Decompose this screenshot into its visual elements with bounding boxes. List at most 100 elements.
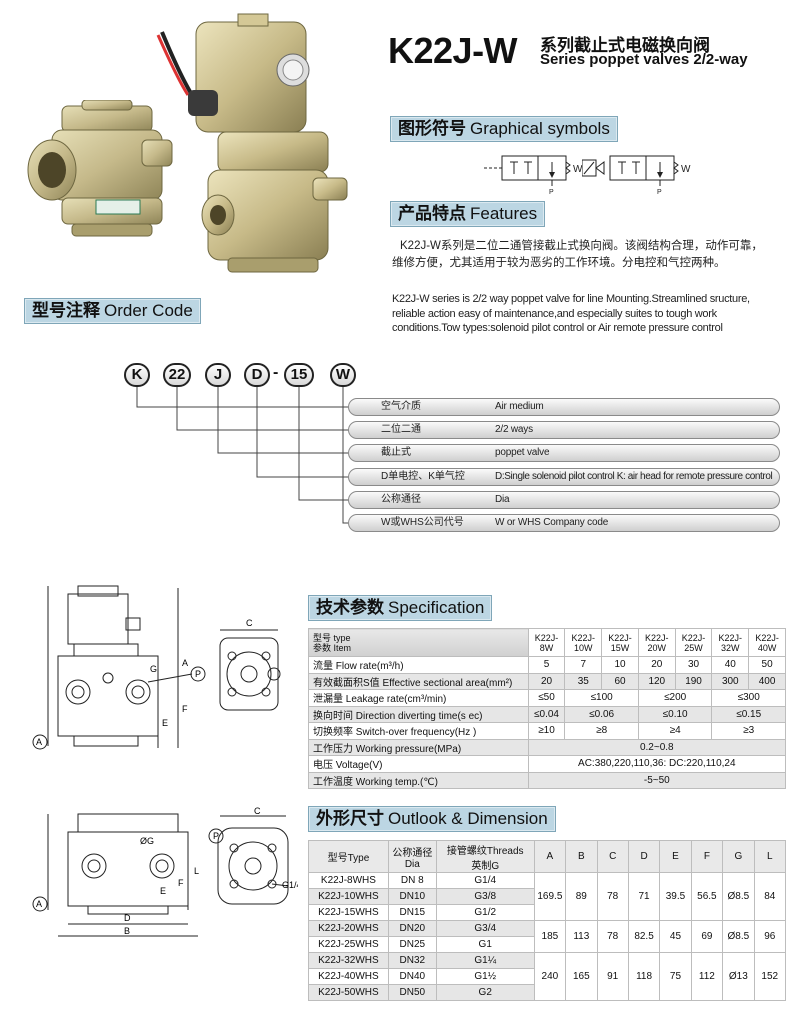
dim-value-d: 82.5 — [627, 920, 661, 953]
dim-row: K22J-50WHS DN50 G2 — [308, 984, 786, 1001]
valve-photo-small — [27, 100, 173, 237]
order-item-en: poppet valve — [495, 447, 550, 458]
dim-threads-header-en: 接管螺纹Threads — [446, 845, 524, 857]
spec-value: ≤0.06 — [564, 705, 639, 723]
dim-value-f: 69 — [690, 920, 724, 953]
dim-thread: G1½ — [435, 968, 535, 985]
code-part-j: J — [205, 363, 231, 387]
order-item-cn: 公称通径 — [381, 494, 421, 505]
order-item-dia: 公称通径 Dia — [348, 491, 780, 509]
dim-col-b: B — [565, 840, 598, 873]
code-separator: - — [273, 364, 279, 381]
heading-en: Specification — [388, 598, 485, 617]
heading-cn: 图形符号 — [398, 119, 466, 138]
spec-row-pressure: 工作压力 Working pressure(MPa) 0.2~0.8 — [308, 738, 787, 756]
spec-row-flow: 流量 Flow rate(m³/h) 5 7 10 20 30 40 50 — [308, 656, 786, 674]
spec-row-temperature: 工作温度 Working temp.(℃) -5~50 — [308, 771, 787, 789]
dim-dia: DN10 — [387, 888, 437, 905]
dim-value-g: Ø8.5 — [722, 872, 755, 921]
spec-row-voltage: 电压 Voltage(V) AC:380,220,110,36: DC:220,… — [308, 755, 787, 773]
dimension-table: 型号Type 公称通径 Dia 接管螺纹Threads 英制G A B C D … — [308, 840, 787, 1001]
dim-value-e: 45 — [659, 920, 692, 953]
spec-label: 工作压力 Working pressure(MPa) — [308, 738, 529, 756]
dim-label-e: E — [160, 886, 166, 896]
spec-value: 20 — [527, 672, 566, 690]
dim-value-e: 75 — [659, 952, 692, 1001]
spec-value: AC:380,220,110,36: DC:220,110,24 — [527, 755, 787, 773]
spec-value: 400 — [748, 672, 786, 690]
order-item-cn: 二位二通 — [381, 424, 421, 435]
spec-header-row: 型号 type 参数 Item K22J-8W K22J-10W K22J-15… — [308, 628, 786, 657]
symbol-w-label: W — [681, 164, 691, 175]
spec-model-20w: K22J-20W — [637, 628, 676, 657]
spec-value: 190 — [674, 672, 713, 690]
dim-col-a: A — [533, 840, 567, 873]
spec-value: 20 — [637, 656, 676, 674]
order-item-medium: 空气介质 Air medium — [348, 398, 780, 416]
dim-thread: G1/4 — [435, 872, 535, 889]
spec-value: 5 — [527, 656, 566, 674]
dim-dia-header: 公称通径 Dia — [387, 840, 437, 873]
order-item-ways: 二位二通 2/2 ways — [348, 421, 780, 439]
dim-value-l: 152 — [753, 952, 787, 1001]
dim-dia: DN25 — [387, 936, 437, 953]
air-pilot-symbol: W P — [484, 155, 583, 194]
spec-row-area: 有效截面积S值 Effective sectional area(mm²) 20… — [308, 672, 786, 690]
spec-value: ≥3 — [711, 722, 786, 740]
spec-value: ≤100 — [564, 689, 639, 707]
symbol-p-label: P — [657, 189, 662, 194]
spec-row-time: 换向时间 Direction diverting time(s ec) ≤0.0… — [308, 705, 786, 723]
symbol-p-label: P — [549, 189, 554, 194]
features-text-cn: K22J-W系列是二位二通管接截止式换向阀。该阀结构合理，动作可靠，维修方便，尤… — [392, 240, 763, 269]
dim-dia-header-cn: 公称通径 — [392, 847, 433, 859]
dim-value-d: 71 — [627, 872, 661, 921]
dim-row: K22J-8WHS DN 8 G1/4 169.5 89 78 71 39.5 … — [308, 872, 787, 921]
dim-type: K22J-8WHS — [308, 872, 389, 889]
spec-label: 工作温度 Working temp.(℃) — [308, 771, 529, 789]
order-item-control: D单电控、K单气控 D:Single solenoid pilot contro… — [348, 468, 780, 486]
dim-dia-header-en: Dia — [404, 858, 420, 870]
dim-type: K22J-15WHS — [308, 904, 389, 921]
dim-row: K22J-40WHS DN40 G1½ — [308, 968, 786, 985]
dim-threads-header: 接管螺纹Threads 英制G — [435, 840, 535, 873]
heading-cn: 型号注释 — [32, 301, 100, 320]
spec-header-label: 型号 type 参数 Item — [308, 628, 529, 657]
series-title-en: Series poppet valves 2/2-way — [540, 51, 748, 68]
heading-cn: 技术参数 — [316, 598, 384, 617]
order-item-cn: D单电控、K单气控 — [381, 471, 465, 482]
dim-value-d: 118 — [627, 952, 661, 1001]
dim-label-og: ØG — [140, 836, 154, 846]
spec-label: 流量 Flow rate(m³/h) — [308, 656, 529, 674]
spec-value: ≥8 — [564, 722, 639, 740]
spec-row-frequency: 切换频率 Switch-over frequency(Hz ) ≥10 ≥8 ≥… — [308, 722, 786, 740]
dim-type: K22J-50WHS — [308, 984, 389, 1001]
heading-cn: 产品特点 — [398, 204, 466, 223]
spec-value: 30 — [674, 656, 713, 674]
dim-value-a: 185 — [533, 920, 567, 953]
dim-dia: DN40 — [387, 968, 437, 985]
dim-label-a: A — [36, 737, 42, 747]
dim-label-c: C — [246, 618, 253, 628]
dim-value-g: Ø13 — [722, 952, 755, 1001]
dim-type-header: 型号Type — [308, 840, 389, 873]
dim-value-e: 39.5 — [659, 872, 692, 921]
dim-dia: DN20 — [387, 920, 437, 937]
spec-value: 7 — [564, 656, 603, 674]
code-part-d: D — [244, 363, 270, 387]
spec-label: 泄漏量 Leakage rate(cm³/min) — [308, 689, 529, 707]
dim-value-b: 89 — [565, 872, 598, 921]
order-item-en: Dia — [495, 494, 510, 505]
dim-label-b: B — [124, 926, 130, 936]
valve-drawing-air: ØG P A D B E F L C G1/4 — [32, 806, 298, 937]
dim-col-g: G — [722, 840, 755, 873]
product-model-title: K22J-W — [388, 30, 518, 71]
spec-label: 换向时间 Direction diverting time(s ec) — [308, 705, 529, 723]
dim-label-thread: G1/4 — [282, 880, 298, 890]
dim-col-d: D — [627, 840, 661, 873]
spec-param-label: 参数 Item — [313, 642, 352, 653]
spec-value: 40 — [711, 656, 750, 674]
